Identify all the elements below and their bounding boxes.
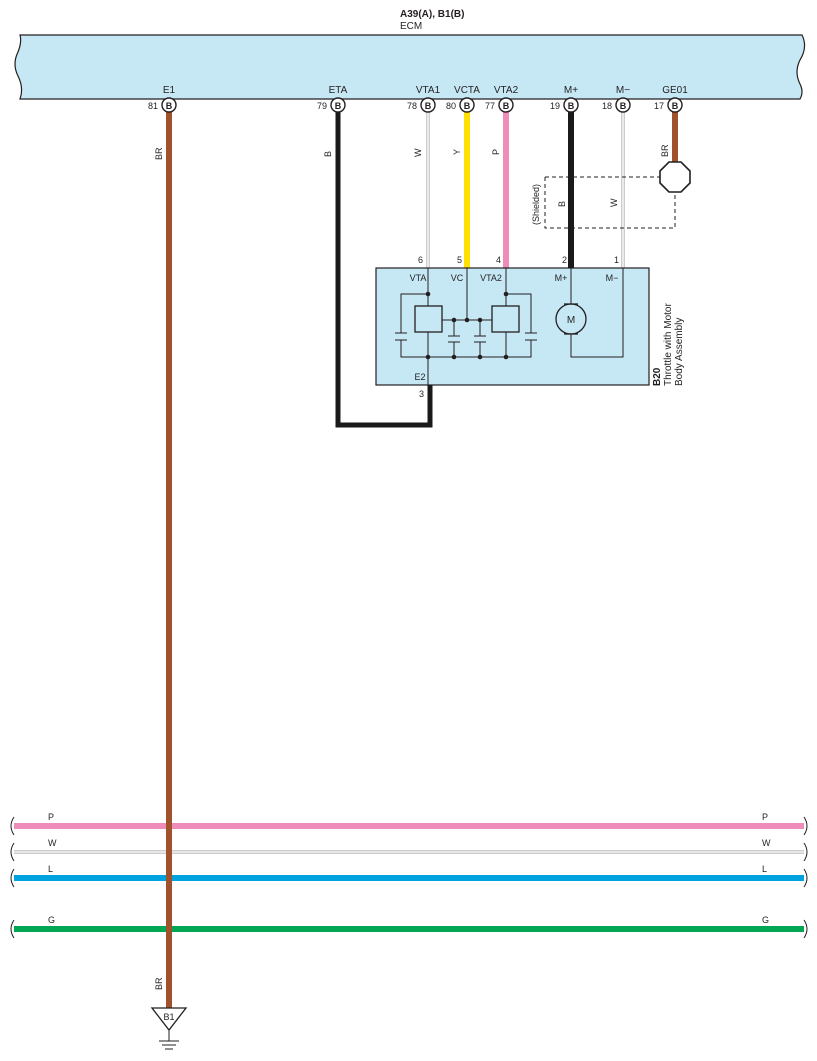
bus-l xyxy=(10,868,808,888)
ecm-pin-number: 18 xyxy=(602,101,612,111)
throttle-pin-label: VTA2 xyxy=(480,273,502,283)
bus-p xyxy=(10,816,808,836)
ecm-pin-name: ETA xyxy=(329,85,348,96)
throttle-pin-number: 3 xyxy=(419,389,424,399)
throttle-pin-label: E2 xyxy=(414,372,425,382)
ecm-pin-number: 19 xyxy=(550,101,560,111)
bus-label-left: W xyxy=(48,838,57,848)
ecm-pin-conn: B xyxy=(568,101,575,111)
throttle-pin-label: M− xyxy=(606,273,619,283)
shield-ground-symbol xyxy=(659,161,691,193)
bus-label-right: P xyxy=(762,812,768,822)
wire-color-eta: B xyxy=(323,151,333,157)
wire-color-mminus: W xyxy=(609,198,619,207)
eta-wire xyxy=(335,112,433,428)
ecm-pin-number: 77 xyxy=(485,101,495,111)
bus-g xyxy=(10,919,808,939)
ecm-pin-number: 81 xyxy=(148,101,158,111)
ground-icon xyxy=(159,1030,179,1050)
throttle-name-line2: Body Assembly xyxy=(674,318,685,386)
bus-label-right: L xyxy=(762,864,767,874)
shield-label: (Shielded) xyxy=(531,184,541,225)
junction-dots xyxy=(425,291,509,360)
sensor-1 xyxy=(414,305,443,333)
throttle-code: B20 xyxy=(652,367,663,386)
ecm-pin-number: 17 xyxy=(654,101,664,111)
motor-label: M xyxy=(567,315,575,326)
throttle-pin-number: 6 xyxy=(418,255,423,265)
bus-label-right: G xyxy=(762,915,769,925)
ecm-pin-name: M+ xyxy=(564,85,578,96)
bus-label-right: W xyxy=(762,838,771,848)
bus-w xyxy=(10,842,808,862)
shield-box xyxy=(544,176,676,229)
ecm-pin-name: M− xyxy=(616,85,630,96)
ecm-band xyxy=(14,34,806,100)
bus-label-left: G xyxy=(48,915,55,925)
wire-color-mplus: B xyxy=(557,201,567,207)
wire-color-ground: BR xyxy=(154,977,164,990)
wire-color-vcta: Y xyxy=(452,149,462,155)
wire-color-vta2: P xyxy=(491,149,501,155)
ecm-pin-conn: B xyxy=(464,101,471,111)
wire-color-ge01: BR xyxy=(660,144,670,157)
ecm-label: ECM xyxy=(400,21,422,32)
throttle-pin-label: M+ xyxy=(555,273,568,283)
wire-color-vta1: W xyxy=(413,148,423,157)
throttle-pin-number: 2 xyxy=(562,255,567,265)
ecm-pin-conn: B xyxy=(620,101,627,111)
throttle-pin-number: 4 xyxy=(496,255,501,265)
throttle-internal-circuit xyxy=(395,268,624,385)
ecm-pin-conn: B xyxy=(166,101,173,111)
ecm-pin-name: VTA2 xyxy=(494,85,519,96)
throttle-pin-number: 1 xyxy=(614,255,619,265)
ecm-pin-number: 79 xyxy=(317,101,327,111)
sensor-2 xyxy=(491,305,520,333)
ground-point-label: B1 xyxy=(163,1012,174,1022)
ecm-pin-number: 80 xyxy=(446,101,456,111)
ground-point-triangle xyxy=(150,1007,188,1032)
throttle-pin-label: VTA xyxy=(410,273,427,283)
throttle-pin-number: 5 xyxy=(457,255,462,265)
bus-label-left: L xyxy=(48,864,53,874)
ecm-pin-conn: B xyxy=(503,101,510,111)
bus-label-left: P xyxy=(48,812,54,822)
ecm-pin-conn: B xyxy=(335,101,342,111)
ecm-pin-name: VTA1 xyxy=(416,85,441,96)
throttle-name-line1: Throttle with Motor xyxy=(663,303,674,386)
ecm-pin-conn: B xyxy=(425,101,432,111)
ecm-pin-conn: B xyxy=(672,101,679,111)
throttle-pin-label: VC xyxy=(451,273,464,283)
connector-ids: A39(A), B1(B) xyxy=(400,9,464,20)
ecm-pin-name: GE01 xyxy=(662,85,688,96)
ecm-pin-name: VCTA xyxy=(454,85,480,96)
ecm-pin-number: 78 xyxy=(407,101,417,111)
ecm-pin-name: E1 xyxy=(163,85,176,96)
wire-color-e1: BR xyxy=(154,147,164,160)
ecm-pin-connector xyxy=(161,97,683,113)
